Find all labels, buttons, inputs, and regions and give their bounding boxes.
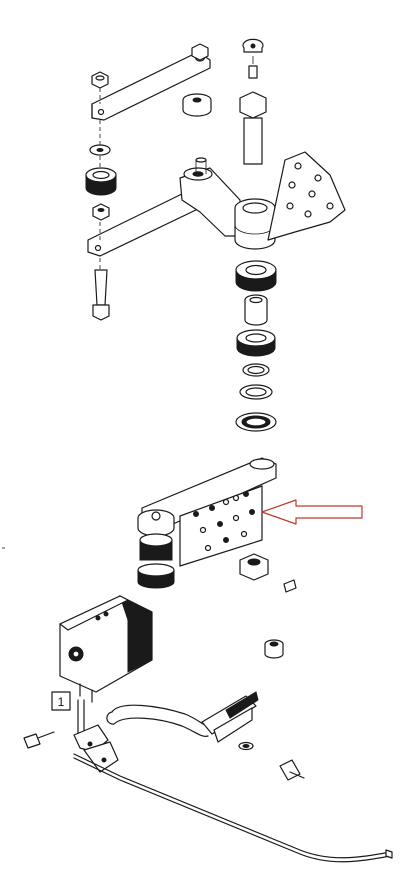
caster-swivel-head [137,509,175,589]
joystick-controller [59,595,153,703]
thrust-washer-small [239,384,273,400]
shoulder-bolt [279,759,305,781]
set-screw [283,579,297,593]
pivot-bushing [264,639,284,659]
hex-nut-left [92,203,110,221]
kingpin-shaft [239,38,267,165]
lock-washer [238,741,254,751]
hex-bolt-long [92,269,110,321]
controller-mount-bracket [73,699,119,773]
hex-nut-top-arm [191,43,209,61]
swing-away-control-arm [106,691,259,743]
spacer-ring [242,363,270,377]
ball-bearing-left [85,167,117,196]
ball-bearing-lower [236,329,276,357]
caster-fork-bar [141,457,277,567]
clamp-collar [239,553,269,581]
swing-arm-bracket [179,157,241,237]
spacer-bushing [182,93,212,117]
thrust-washer-large [235,412,277,432]
pivot-hub [234,198,276,250]
sleeve-bushing [244,294,268,326]
flat-washer [89,144,111,156]
part-callout: 1 [51,691,71,711]
mounting-screw [23,731,55,749]
push-rod [73,753,393,863]
callout-label: 1 [58,695,65,709]
mounting-plate [267,151,346,241]
indicator-arrow [261,499,363,525]
ball-bearing-upper [235,260,277,292]
hex-nut-small [91,71,109,89]
